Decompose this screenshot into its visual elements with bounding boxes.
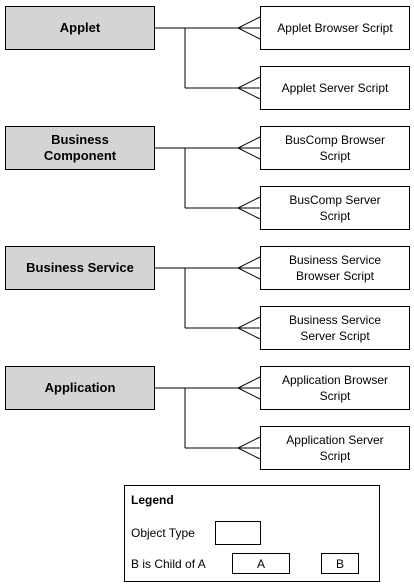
object-applet-browser-script: Applet Browser Script <box>260 6 410 50</box>
object-applet: Applet <box>5 6 155 50</box>
legend-box-a-label: A <box>256 556 265 571</box>
object-label-line1: Applet Browser Script <box>277 21 393 35</box>
object-label-line2: Script <box>319 209 351 223</box>
object-label-line1: Business Service <box>26 260 134 275</box>
object-label-line2: Browser Script <box>295 269 374 283</box>
object-label-line2: Script <box>319 389 351 403</box>
object-applet-server-script: Applet Server Script <box>260 66 410 110</box>
object-label-line1: Applet <box>59 20 101 35</box>
object-application: Application <box>5 366 155 410</box>
legend-object-type-label: Object Type <box>131 526 195 540</box>
legend-title: Legend <box>131 493 174 507</box>
legend-child-label: B is Child of A <box>131 557 206 571</box>
legend: Legend Object Type B is Child of A A B <box>124 485 380 582</box>
legend-box-a: A <box>232 553 290 574</box>
object-label-line1: Application <box>44 380 116 395</box>
object-label-line2: Script <box>319 449 351 463</box>
object-business-service: Business Service <box>5 246 155 290</box>
object-label-line1: Business Service <box>288 313 382 327</box>
legend-box-b: B <box>321 553 359 574</box>
object-label-line2: Script <box>319 149 351 163</box>
object-label-line1: Applet Server Script <box>281 81 389 95</box>
object-label-line1: BusComp Browser <box>284 133 386 147</box>
object-label-line1: Business <box>51 132 109 147</box>
legend-box-b-label: B <box>335 556 344 571</box>
legend-object-type-swatch <box>215 521 261 545</box>
object-label-line1: Application Browser <box>281 373 389 387</box>
object-label-line2: Server Script <box>300 329 370 343</box>
object-label-line1: Business Service <box>288 253 382 267</box>
object-label-line2: Component <box>43 148 117 163</box>
object-label-line1: Application Server <box>286 433 384 447</box>
object-label-line1: BusComp Server <box>289 193 381 207</box>
